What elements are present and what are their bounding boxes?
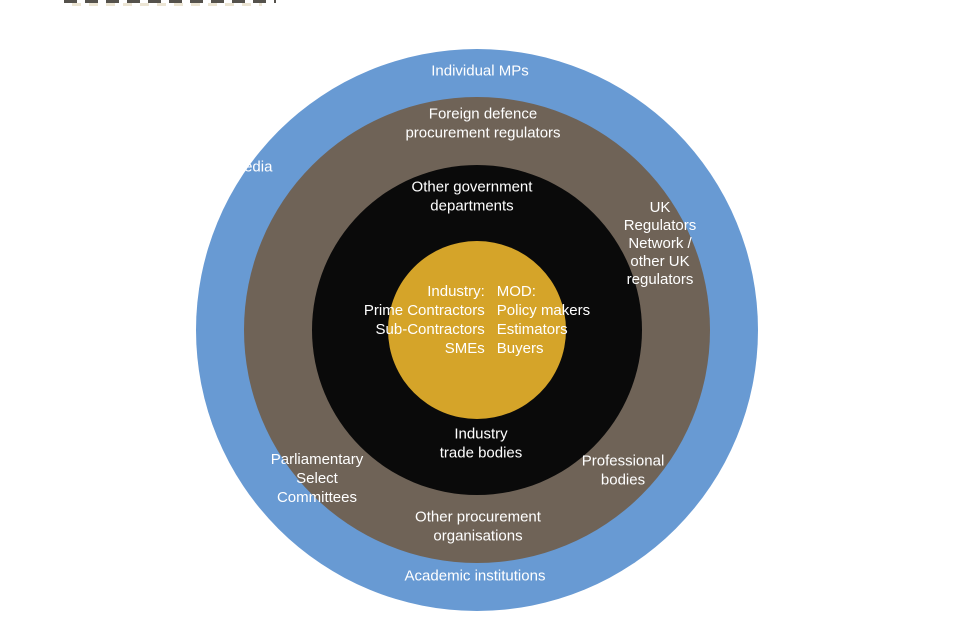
cropped-title-fragment-shadow — [72, 3, 262, 6]
label-professional-bodies: Professional bodies — [581, 452, 665, 488]
label-foreign-defence-procurement-regulators: Foreign defence procurement regulators — [405, 105, 561, 141]
mod-column: MOD: Policy makers Estimators Buyers — [496, 283, 591, 357]
center-gold-circle — [388, 241, 566, 419]
label-academic-institutions: Academic institutions — [404, 567, 546, 585]
industry-column: Industry: Prime Contractors Sub-Contract… — [363, 283, 485, 357]
label-other-government-departments: Other government departments — [411, 178, 533, 214]
center-circle-text: Industry: Prime Contractors Sub-Contract… — [364, 282, 590, 358]
label-media: Media — [231, 158, 273, 176]
cropped-title-fragment — [64, 0, 276, 3]
label-uk-regulators-network: UK Regulators Network / other UK regulat… — [623, 199, 697, 288]
label-parliamentary-select-committees: Parliamentary Select Committees — [270, 450, 364, 506]
label-other-procurement-organisations: Other procurement organisations — [415, 508, 541, 544]
label-industry-trade-bodies: Industry trade bodies — [439, 425, 523, 461]
label-individual-mps: Individual MPs — [431, 62, 529, 80]
